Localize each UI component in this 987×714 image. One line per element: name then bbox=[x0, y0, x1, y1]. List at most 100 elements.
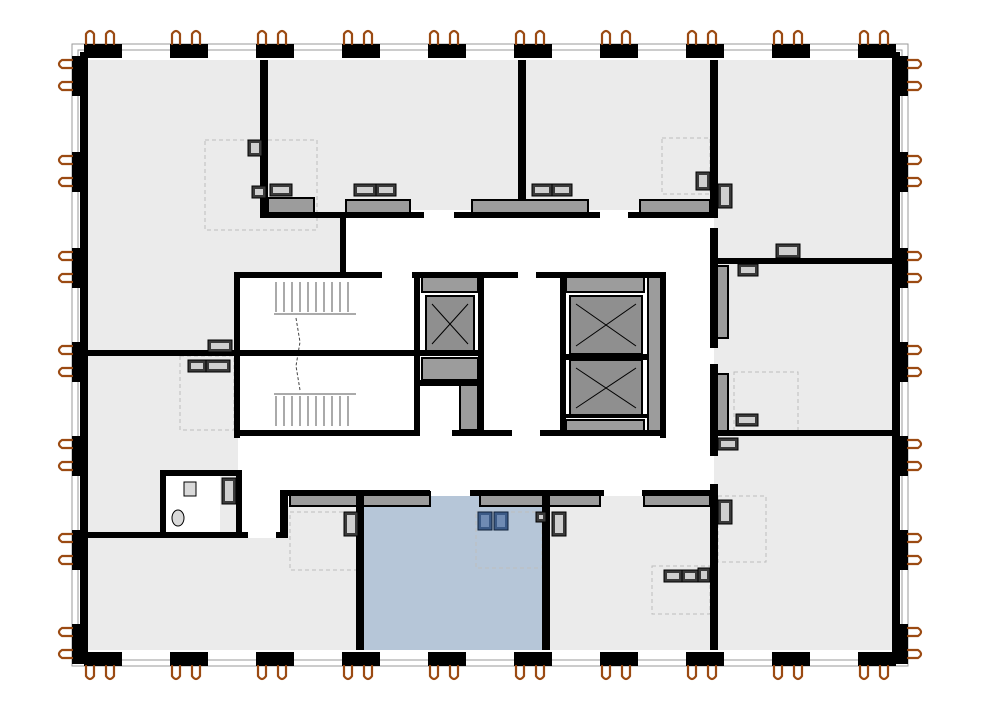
window-pier bbox=[72, 56, 86, 96]
kitchen-unit-inner bbox=[701, 571, 707, 579]
kitchen-unit-inner bbox=[379, 187, 393, 193]
kitchen-unit-inner bbox=[225, 481, 233, 501]
window-pier bbox=[686, 44, 724, 58]
window-pier bbox=[858, 44, 896, 58]
window-pier bbox=[514, 44, 552, 58]
radiator-icon bbox=[84, 664, 96, 681]
radiator-icon bbox=[514, 664, 526, 681]
window-pier bbox=[772, 44, 810, 58]
radiator-icon bbox=[57, 176, 74, 188]
radiator-icon bbox=[878, 664, 890, 681]
window-pier bbox=[84, 652, 122, 666]
radiator-icon bbox=[858, 664, 870, 681]
window-pier bbox=[428, 44, 466, 58]
radiator-icon bbox=[534, 29, 546, 46]
radiator-icon bbox=[772, 664, 784, 681]
kitchen-unit-inner bbox=[211, 343, 229, 349]
window-pier bbox=[84, 44, 122, 58]
corridor-bottom bbox=[238, 436, 714, 492]
radiator-icon bbox=[84, 29, 96, 46]
unit-bottom-left[interactable] bbox=[88, 538, 360, 650]
radiator-icon bbox=[706, 29, 718, 46]
washbasin-icon bbox=[171, 509, 185, 527]
radiator-icon bbox=[190, 29, 202, 46]
window-pier bbox=[72, 436, 86, 476]
radiator-icon bbox=[686, 664, 698, 681]
window-pier bbox=[894, 342, 908, 382]
radiator-icon bbox=[256, 29, 268, 46]
kitchen-unit-inner bbox=[357, 187, 373, 193]
radiator-icon bbox=[600, 29, 612, 46]
radiator-icon bbox=[57, 344, 74, 356]
window-pier bbox=[686, 652, 724, 666]
facade-windows bbox=[57, 29, 923, 681]
radiator-icon bbox=[57, 532, 74, 544]
window-pier bbox=[894, 152, 908, 192]
radiator-icon bbox=[57, 648, 74, 660]
radiator-icon bbox=[276, 664, 288, 681]
radiator-icon bbox=[448, 664, 460, 681]
window-pier bbox=[894, 624, 908, 664]
radiator-icon bbox=[57, 460, 74, 472]
radiator-icon bbox=[906, 554, 923, 566]
kitchen-unit-inner bbox=[555, 187, 569, 193]
radiator-icon bbox=[256, 664, 268, 681]
kitchen-unit-inner bbox=[255, 189, 263, 195]
kitchen-unit-inner bbox=[721, 503, 729, 521]
radiator-icon bbox=[906, 438, 923, 450]
unit-right-middle[interactable] bbox=[714, 262, 894, 434]
window-pier bbox=[600, 44, 638, 58]
radiator-icon bbox=[428, 664, 440, 681]
radiator-icon bbox=[57, 272, 74, 284]
radiator-icon bbox=[190, 664, 202, 681]
kitchen-unit-inner bbox=[347, 515, 355, 533]
radiator-icon bbox=[362, 664, 374, 681]
kitchen-unit-inner bbox=[273, 187, 289, 193]
kitchen-unit-inner bbox=[685, 573, 695, 579]
radiator-icon bbox=[906, 154, 923, 166]
window-pier bbox=[256, 44, 294, 58]
window-pier bbox=[858, 652, 896, 666]
radiator-icon bbox=[906, 626, 923, 638]
radiator-icon bbox=[906, 80, 923, 92]
corridor-entry bbox=[240, 492, 280, 536]
radiator-icon bbox=[858, 29, 870, 46]
unit-center-bottom[interactable] bbox=[362, 496, 546, 650]
window-pier bbox=[72, 248, 86, 288]
radiator-icon bbox=[514, 29, 526, 46]
radiator-icon bbox=[772, 29, 784, 46]
kitchen-unit-inner bbox=[721, 441, 735, 447]
window-pier bbox=[600, 652, 638, 666]
window-pier bbox=[894, 436, 908, 476]
radiator-icon bbox=[906, 366, 923, 378]
window-pier bbox=[72, 342, 86, 382]
radiator-icon bbox=[57, 626, 74, 638]
radiator-icon bbox=[878, 29, 890, 46]
window-pier bbox=[342, 652, 380, 666]
radiator-icon bbox=[906, 250, 923, 262]
radiator-icon bbox=[362, 29, 374, 46]
radiator-icon bbox=[792, 664, 804, 681]
kitchen-unit-inner bbox=[209, 363, 227, 369]
unit-top-right[interactable] bbox=[714, 60, 894, 260]
radiator-icon bbox=[906, 176, 923, 188]
radiator-icon bbox=[170, 29, 182, 46]
radiator-icon bbox=[104, 29, 116, 46]
window-pier bbox=[894, 530, 908, 570]
radiator-icon bbox=[906, 648, 923, 660]
radiator-icon bbox=[906, 58, 923, 70]
window-pier bbox=[894, 56, 908, 96]
radiator-icon bbox=[57, 438, 74, 450]
kitchen-unit-inner bbox=[251, 143, 259, 153]
kitchen-unit-inner bbox=[779, 247, 797, 255]
window-pier bbox=[170, 652, 208, 666]
window-pier bbox=[72, 152, 86, 192]
kitchen-unit-inner bbox=[191, 363, 203, 369]
unit-bottom-right[interactable] bbox=[714, 436, 894, 650]
window-pier bbox=[772, 652, 810, 666]
kitchen-unit-inner bbox=[539, 515, 543, 519]
kitchen-unit-inner bbox=[667, 573, 679, 579]
radiator-icon bbox=[57, 366, 74, 378]
radiator-icon bbox=[57, 80, 74, 92]
